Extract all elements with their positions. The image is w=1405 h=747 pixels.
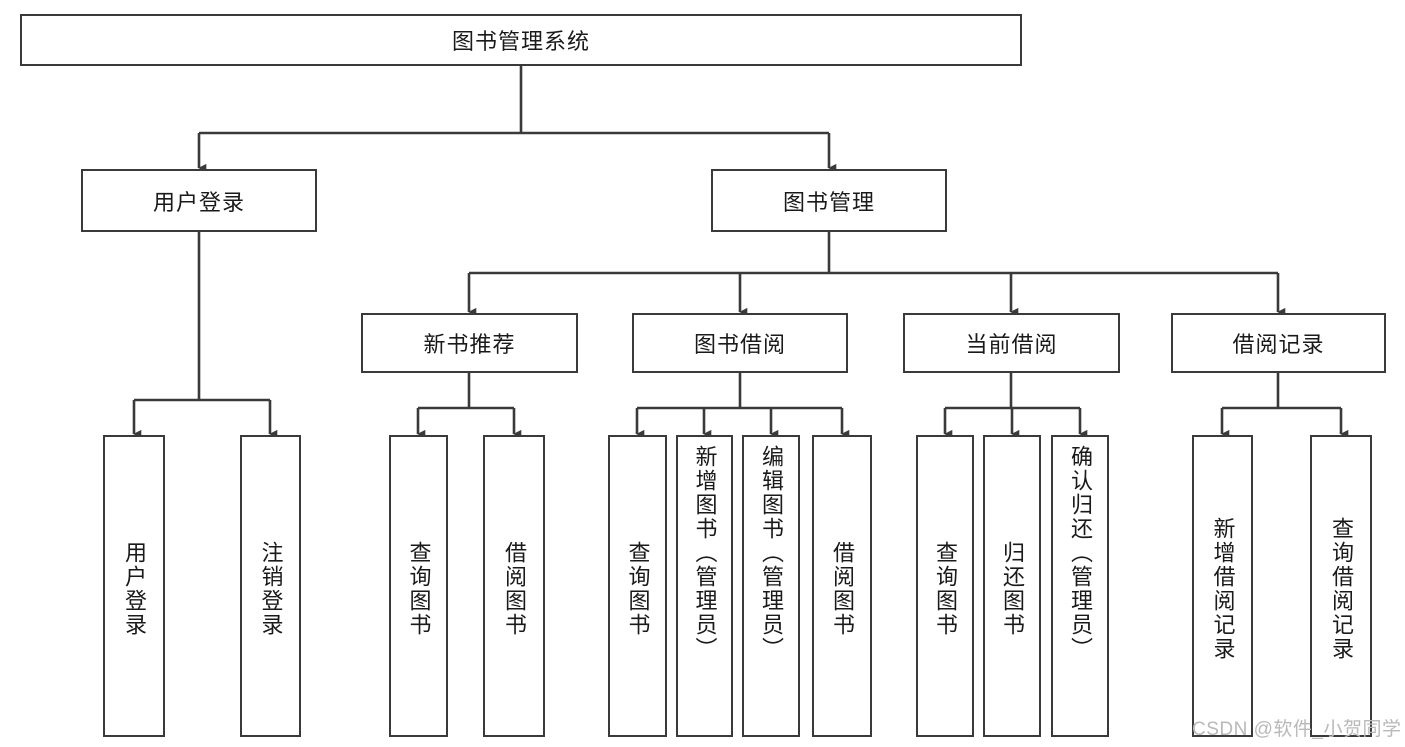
- node-level2-1[interactable]: 图书借阅: [632, 313, 848, 373]
- node-label: 归还图书: [999, 541, 1025, 637]
- node-leaf-5[interactable]: 新增图书（管理员）: [676, 435, 733, 737]
- node-leaf-9[interactable]: 归还图书: [983, 435, 1041, 737]
- node-label: 新增借阅记录: [1210, 517, 1236, 661]
- node-level2-3[interactable]: 借阅记录: [1171, 313, 1386, 373]
- csdn-watermark: CSDN @软件_小贺同学: [1192, 719, 1402, 740]
- node-label: 查询借阅记录: [1328, 517, 1354, 661]
- node-label: 查询图书: [406, 541, 432, 637]
- node-leaf-10[interactable]: 确认归还（管理员）: [1051, 435, 1109, 737]
- node-label: 借阅记录: [1232, 332, 1325, 357]
- node-label: 图书借阅: [693, 332, 786, 357]
- node-leaf-8[interactable]: 查询图书: [916, 435, 974, 737]
- node-label: 查询图书: [625, 541, 651, 637]
- node-leaf-0[interactable]: 用户登录: [103, 435, 165, 737]
- node-leaf-11[interactable]: 新增借阅记录: [1192, 435, 1253, 737]
- node-label: 编辑图书（管理员）: [758, 445, 784, 661]
- node-label: 当前借阅: [965, 332, 1058, 357]
- node-leaf-4[interactable]: 查询图书: [608, 435, 667, 737]
- node-label: 查询图书: [932, 541, 958, 637]
- node-label: 新增图书（管理员）: [692, 445, 718, 661]
- node-label: 注销登录: [258, 541, 284, 637]
- node-leaf-7[interactable]: 借阅图书: [812, 435, 872, 737]
- node-leaf-6[interactable]: 编辑图书（管理员）: [742, 435, 800, 737]
- node-level1-0[interactable]: 用户登录: [81, 169, 317, 232]
- node-label: 用户登录: [152, 189, 245, 215]
- node-leaf-1[interactable]: 注销登录: [240, 435, 301, 737]
- node-label: 新书推荐: [423, 332, 516, 357]
- node-leaf-12[interactable]: 查询借阅记录: [1310, 435, 1372, 737]
- node-level2-0[interactable]: 新书推荐: [361, 313, 578, 373]
- node-leaf-2[interactable]: 查询图书: [389, 435, 448, 737]
- node-label: 用户登录: [121, 541, 147, 637]
- node-label: 图书管理: [782, 189, 875, 215]
- node-label: 借阅图书: [829, 541, 855, 637]
- node-label: 图书管理系统: [451, 29, 590, 54]
- node-label: 确认归还（管理员）: [1067, 445, 1093, 661]
- node-level2-2[interactable]: 当前借阅: [903, 313, 1120, 373]
- node-root-system[interactable]: 图书管理系统: [20, 14, 1022, 66]
- node-level1-1[interactable]: 图书管理: [711, 169, 947, 232]
- node-label: 借阅图书: [501, 541, 527, 637]
- node-leaf-3[interactable]: 借阅图书: [483, 435, 545, 737]
